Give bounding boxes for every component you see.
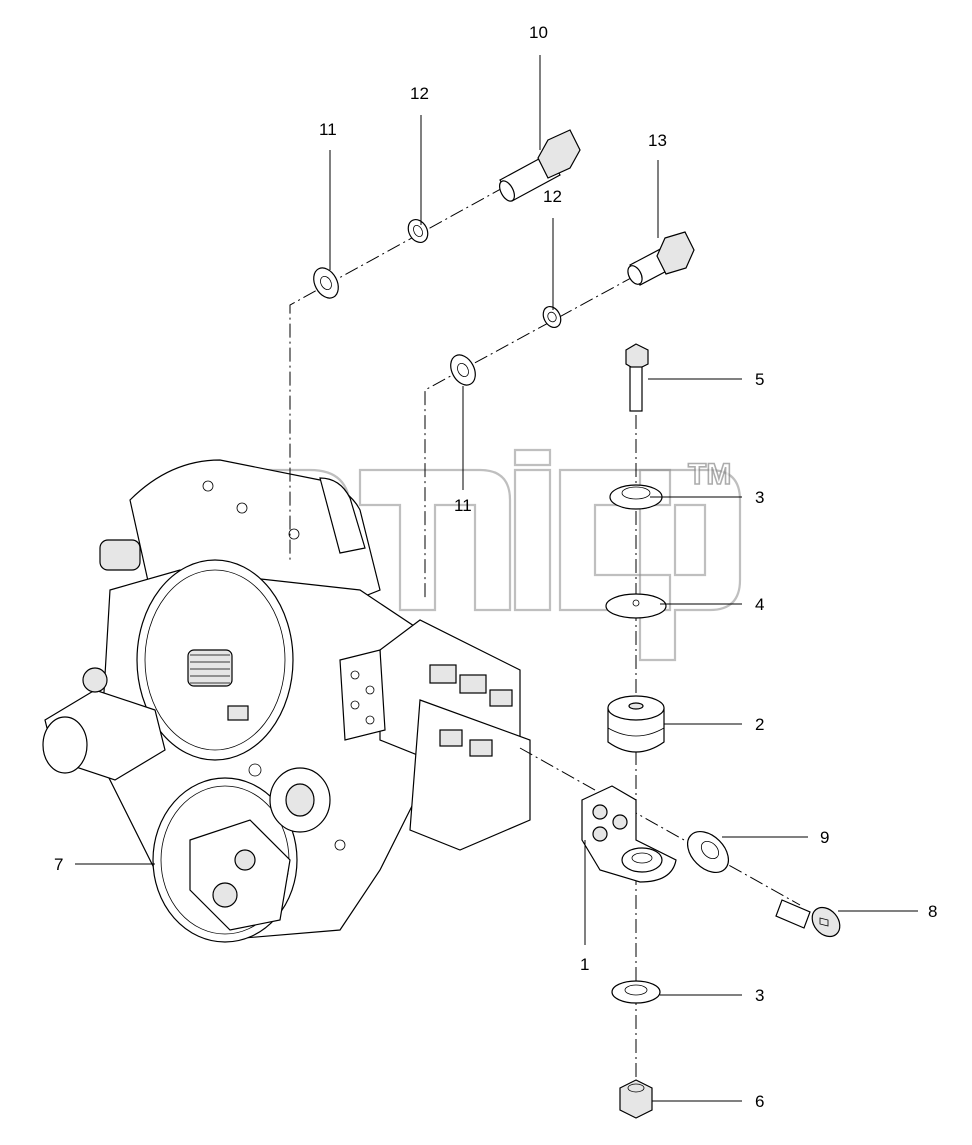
washer-icon [542, 305, 562, 329]
callout-labels: 10 12 11 12 13 5 11 3 4 2 9 8 7 1 3 6 [54, 23, 937, 1111]
socket-head-screw-icon [775, 899, 841, 938]
washer-icon [605, 593, 667, 619]
washer-icon [450, 354, 476, 386]
transmission-assembly-icon [42, 459, 531, 943]
hex-nut-icon [619, 1079, 653, 1119]
washer-icon [611, 980, 661, 1004]
assembly-centerlines [289, 151, 801, 1085]
hex-bolt-icon [627, 231, 695, 286]
leader-lines [75, 55, 918, 1102]
callout-7: 7 [54, 855, 63, 874]
callout-12: 12 [410, 84, 429, 103]
watermark-logo-icon: TM [198, 448, 742, 662]
callout-4: 4 [755, 595, 764, 614]
callout-12: 12 [543, 187, 562, 206]
hex-bolt-icon [499, 129, 581, 202]
washer-icon [407, 218, 429, 244]
callout-6: 6 [755, 1092, 764, 1111]
callout-3: 3 [755, 986, 764, 1005]
callout-11: 11 [319, 120, 337, 139]
callout-5: 5 [755, 370, 764, 389]
rubber-mount-icon [607, 695, 665, 753]
trademark-mark: TM [688, 458, 731, 491]
callout-10: 10 [529, 23, 548, 42]
callout-9: 9 [820, 828, 829, 847]
callout-3: 3 [755, 488, 764, 507]
callout-13: 13 [648, 131, 667, 150]
washer-icon [687, 831, 729, 873]
callout-8: 8 [928, 902, 937, 921]
callout-2: 2 [755, 715, 764, 734]
mounting-bracket-icon [581, 785, 677, 883]
callout-11: 11 [454, 496, 472, 515]
callout-1: 1 [580, 955, 589, 974]
washer-icon [313, 267, 339, 299]
hex-bolt-icon [625, 343, 649, 412]
